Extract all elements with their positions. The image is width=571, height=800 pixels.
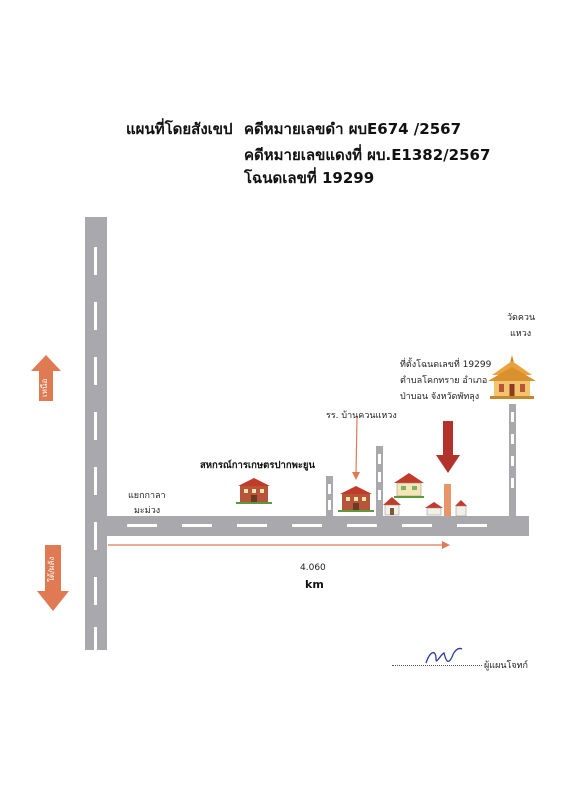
title-deed-number: โฉนดเลขที่ 19299 bbox=[244, 169, 375, 187]
side-road-1 bbox=[326, 476, 333, 516]
side-road-2 bbox=[376, 446, 383, 516]
house-icon bbox=[383, 496, 401, 516]
south-arrow-icon: ใต้/ผลัง bbox=[37, 545, 69, 611]
signature-role: ผู้แผนโจทก์ bbox=[484, 661, 528, 671]
school-building-icon bbox=[338, 484, 374, 512]
school-pointer-icon bbox=[352, 418, 360, 480]
temple-label-line2: แหวง bbox=[510, 329, 532, 339]
road-horizontal bbox=[107, 516, 529, 536]
deed-plot-marker bbox=[444, 484, 451, 516]
junction-label-line2: มะม่วง bbox=[134, 506, 161, 516]
deed-location-label-line3: ป่าบอน จังหวัดพัทลุง bbox=[400, 392, 480, 402]
temple-label-line1: วัดควน bbox=[507, 313, 536, 323]
side-road-temple bbox=[509, 404, 516, 516]
deed-location-label-line2: ตำบลโคกทราย อำเภอ bbox=[400, 376, 488, 386]
distance-value: 4.060 bbox=[300, 563, 326, 573]
temple-icon bbox=[488, 355, 536, 399]
coop-building-icon bbox=[236, 476, 272, 504]
deed-location-arrow-icon bbox=[436, 421, 460, 473]
signature-line bbox=[392, 665, 482, 666]
signature-scribble-icon bbox=[424, 645, 464, 669]
south-label: ใต้/ผลัง bbox=[47, 556, 56, 582]
distance-arrow-icon bbox=[108, 540, 450, 550]
house-icon bbox=[394, 472, 424, 498]
school-label: รร. บ้านควนแหวง bbox=[326, 411, 397, 421]
distance-unit: km bbox=[305, 578, 324, 591]
north-label: เหนือ bbox=[40, 378, 49, 398]
house-icon bbox=[425, 502, 443, 516]
north-arrow-icon: เหนือ bbox=[31, 355, 61, 401]
map-title: แผนที่โดยสังเขป bbox=[126, 120, 233, 138]
red-case-number: คดีหมายเลขแดงที่ ผบ.E1382/2567 bbox=[244, 146, 491, 164]
deed-location-label-line1: ที่ตั้งโฉนดเลขที่ 19299 bbox=[400, 360, 492, 370]
black-case-number: คดีหมายเลขดำ ผบE674 /2567 bbox=[244, 120, 462, 138]
house-icon bbox=[455, 499, 467, 517]
junction-label-line1: แยกกาลา bbox=[128, 491, 166, 501]
coop-label: สหกรณ์การเกษตรปากพะยูน bbox=[200, 460, 315, 471]
main-road-vertical bbox=[85, 217, 107, 655]
